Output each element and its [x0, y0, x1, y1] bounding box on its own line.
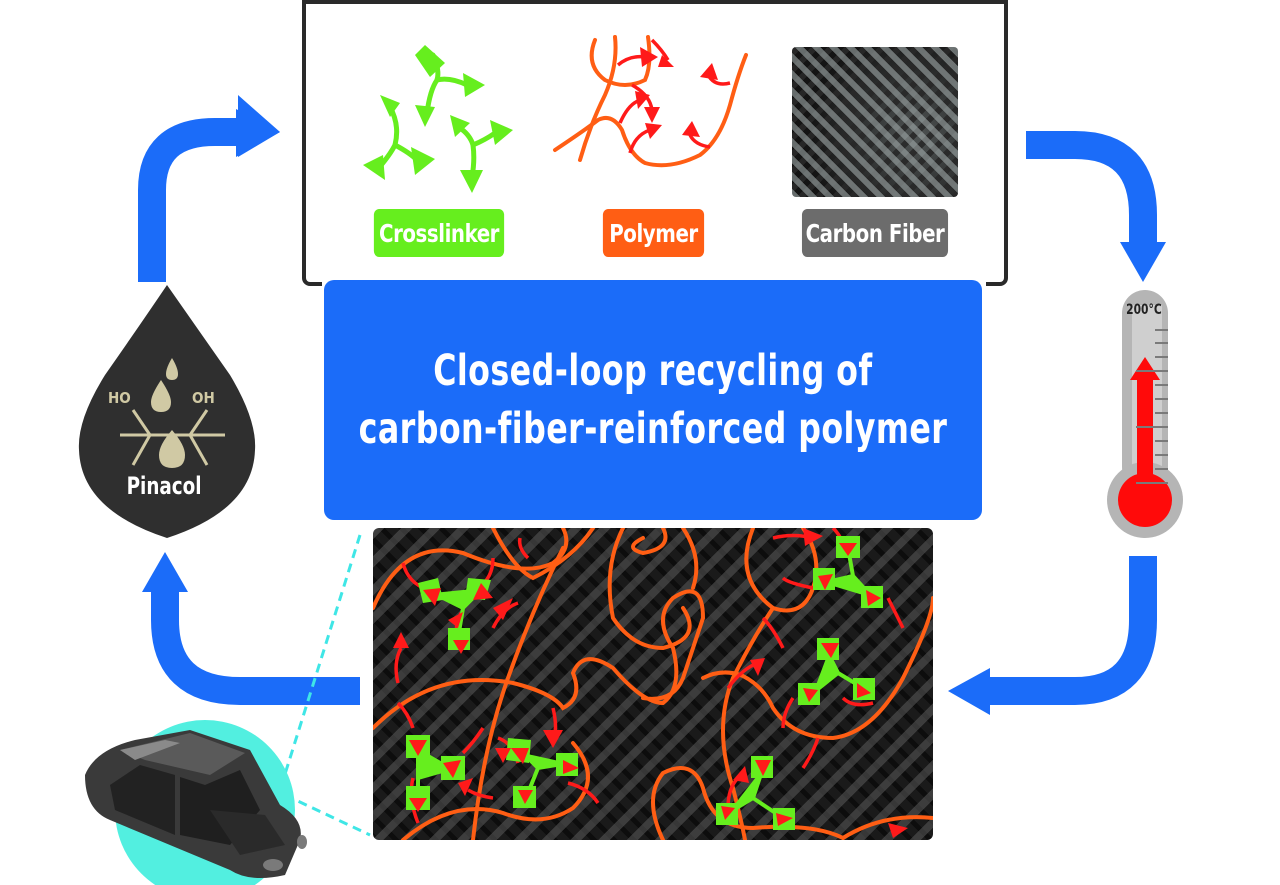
arrow-to-network-icon — [990, 556, 1157, 705]
title-line-2: carbon-fiber-reinforced polymer — [358, 404, 948, 454]
arrow-to-components-icon — [138, 118, 240, 282]
crosslinker-tripod-icon — [363, 45, 513, 193]
crosslinker-label: Crosslinker — [373, 209, 505, 257]
temperature-label: 200°C — [1126, 302, 1162, 318]
oh-group-label: OH — [192, 389, 215, 407]
polymer-network-icon — [373, 528, 933, 840]
polymer-label: Polymer — [602, 209, 705, 257]
pinacol-drop-icon — [78, 285, 256, 538]
polymer-chains-icon — [553, 35, 748, 168]
pinacol-label: Pinacol — [126, 472, 202, 500]
arrow-to-heat-icon — [1026, 131, 1157, 245]
ho-group-label: HO — [108, 389, 131, 407]
car-body-icon — [85, 720, 307, 885]
arrow-to-pinacol-icon — [151, 592, 360, 705]
title-line-1: Closed-loop recycling of — [433, 346, 873, 396]
carbon-fiber-label: Carbon Fiber — [801, 209, 949, 257]
composite-network-panel — [373, 528, 933, 840]
diagram-title-box: Closed-loop recycling of carbon-fiber-re… — [324, 280, 982, 520]
carbon-fiber-weave-image — [792, 47, 958, 197]
thermometer-icon — [1107, 290, 1183, 538]
